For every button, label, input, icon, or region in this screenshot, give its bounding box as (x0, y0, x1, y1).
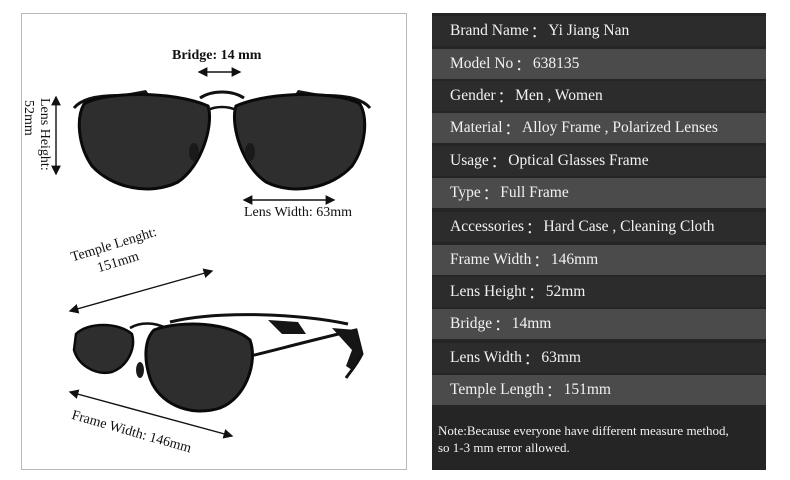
spec-separator: ： (546, 383, 562, 400)
spec-row: Model No：638135 (432, 49, 766, 79)
spec-value: 63mm (541, 349, 581, 366)
measurement-note: Note:Because everyone have different mea… (432, 420, 766, 470)
spec-label: Model No (450, 55, 514, 72)
sunglasses-front-view (72, 90, 372, 191)
spec-value: Yi Jiang Nan (548, 22, 630, 39)
spec-separator: ： (490, 154, 507, 171)
sunglasses-angle-view (72, 313, 364, 413)
spec-separator: ： (482, 186, 499, 203)
spec-label: Type (450, 184, 481, 201)
spec-label: Accessories (450, 218, 525, 235)
spec-row: Brand Name：Yi Jiang Nan (432, 16, 766, 46)
bridge-label: Bridge: 14 mm (172, 48, 262, 63)
note-line-2: so 1-3 mm error allowed. (438, 440, 570, 455)
spec-value: Full Frame (500, 184, 569, 201)
spec-label: Lens Width (450, 349, 522, 366)
temple-length-arrow (68, 268, 214, 314)
spec-value: Men , Women (515, 87, 603, 104)
lens-width-label: Lens Width: 63mm (244, 205, 353, 220)
spec-label: Bridge (450, 315, 493, 332)
spec-separator: ： (523, 351, 540, 368)
spec-separator: ： (528, 285, 544, 302)
spec-separator: ： (515, 57, 531, 74)
spec-row: Lens Height：52mm (432, 277, 766, 307)
spec-row: Type：Full Frame (432, 178, 766, 208)
spec-label: Frame Width (450, 251, 532, 268)
note-line-1: Note:Because everyone have different mea… (438, 423, 729, 438)
spec-separator: ： (530, 24, 547, 41)
spec-row: Temple Length：151mm (432, 375, 766, 405)
spec-row: Bridge：14mm (432, 309, 766, 339)
spec-separator: ： (504, 121, 521, 138)
spec-row: Lens Width：63mm (432, 343, 766, 373)
lens-height-label: Lens Height: (36, 98, 52, 171)
spec-row: Material：Alloy Frame , Polarized Lenses (432, 113, 766, 143)
spec-value: 146mm (550, 251, 599, 268)
spec-value: Optical Glasses Frame (508, 152, 649, 169)
spec-row: Usage：Optical Glasses Frame (432, 146, 766, 176)
spec-value: 14mm (511, 315, 552, 332)
spec-value: 638135 (532, 55, 580, 72)
spec-value: Hard Case , Cleaning Cloth (543, 218, 715, 235)
spec-label: Usage (450, 152, 489, 169)
spec-row: Gender：Men , Women (432, 81, 766, 111)
spec-label: Brand Name (450, 22, 529, 39)
spec-label: Temple Length (450, 381, 545, 398)
lens-height-value: 52mm (21, 100, 36, 136)
product-image-panel: Bridge: 14 mm Lens Height: 52mm Lens Wid… (21, 13, 407, 470)
lens-height-label-text: Lens Height: (37, 98, 52, 171)
spec-separator: ： (526, 220, 542, 237)
spec-row: Frame Width：146mm (432, 245, 766, 275)
spec-label: Material (450, 119, 503, 136)
frame-width-arrow (68, 389, 234, 439)
dimension-arrows (51, 67, 336, 439)
spec-separator: ： (497, 89, 514, 106)
spec-label: Gender (450, 87, 496, 104)
spec-row: Accessories：Hard Case , Cleaning Cloth (432, 212, 766, 242)
spec-value: Alloy Frame , Polarized Lenses (522, 119, 718, 136)
spec-label: Lens Height (450, 283, 527, 300)
spec-value: 52mm (545, 283, 586, 300)
spec-separator: ： (494, 317, 510, 334)
spec-separator: ： (533, 253, 549, 270)
spec-value: 151mm (563, 381, 611, 398)
